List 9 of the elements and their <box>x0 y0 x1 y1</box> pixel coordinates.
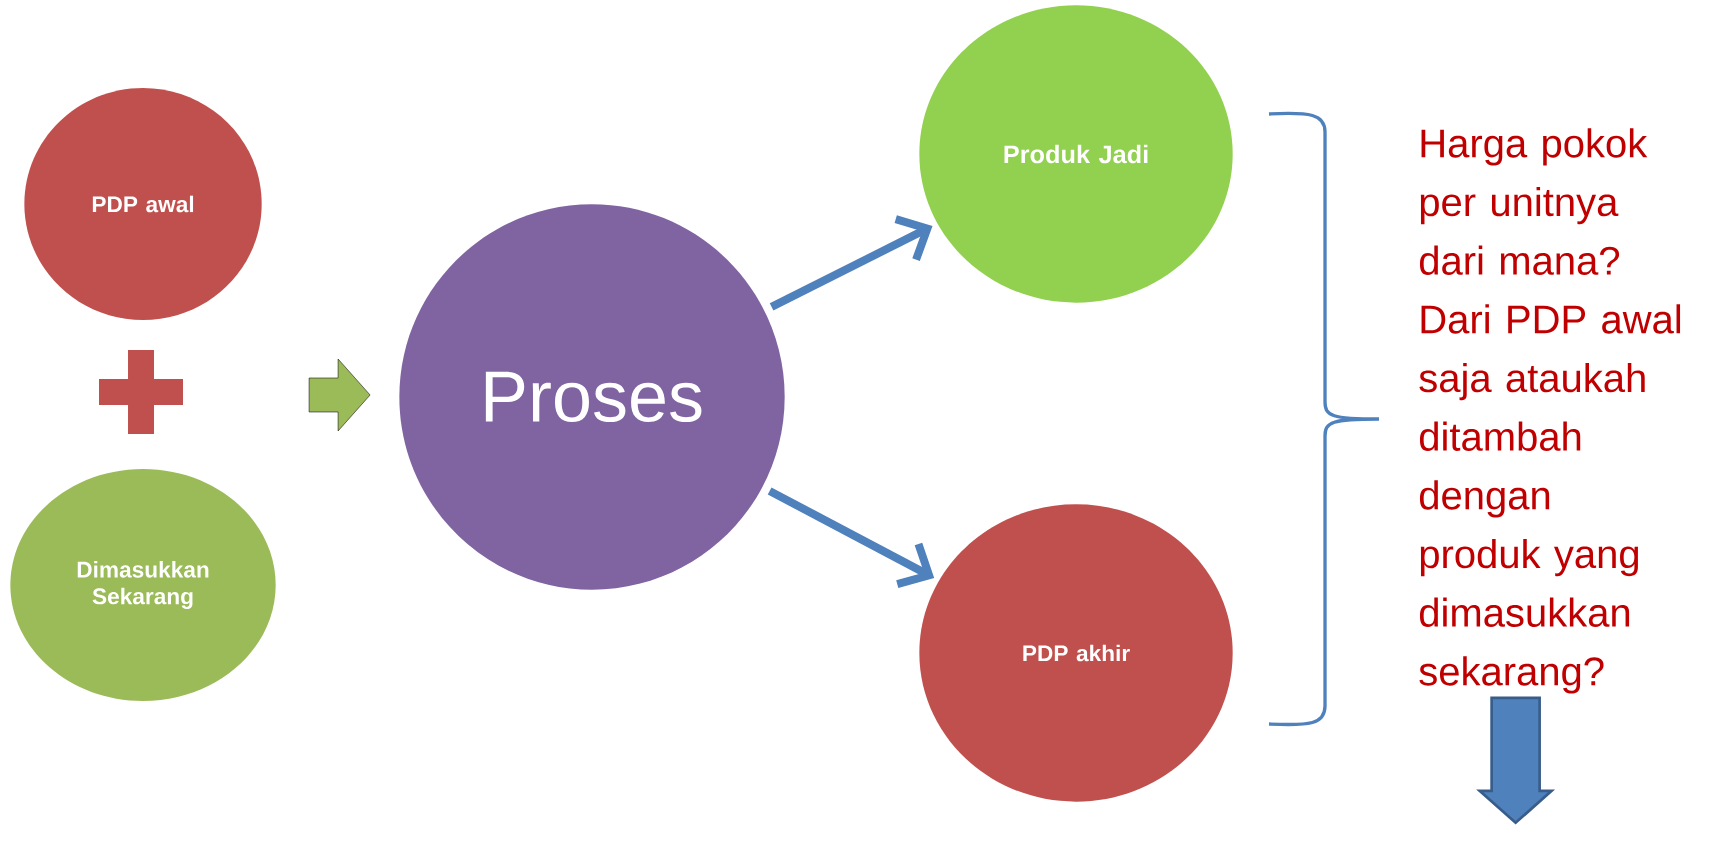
ellipse-node: PDP akhir <box>919 504 1233 802</box>
block-arrow <box>308 358 371 432</box>
ellipse-node: Produk Jadi <box>919 5 1233 303</box>
question-text: Harga pokok per unitnya dari mana? Dari PDP awal saja ataukah ditambah dengan produk yang dimasukkan sekarang? <box>1419 128 1681 694</box>
block-arrow <box>1476 696 1556 825</box>
ellipse-node: Dimasukkan Sekarang <box>10 469 276 701</box>
ellipse-node: PDP awal <box>24 88 262 320</box>
arrow <box>767 487 935 588</box>
arrow <box>769 215 933 311</box>
